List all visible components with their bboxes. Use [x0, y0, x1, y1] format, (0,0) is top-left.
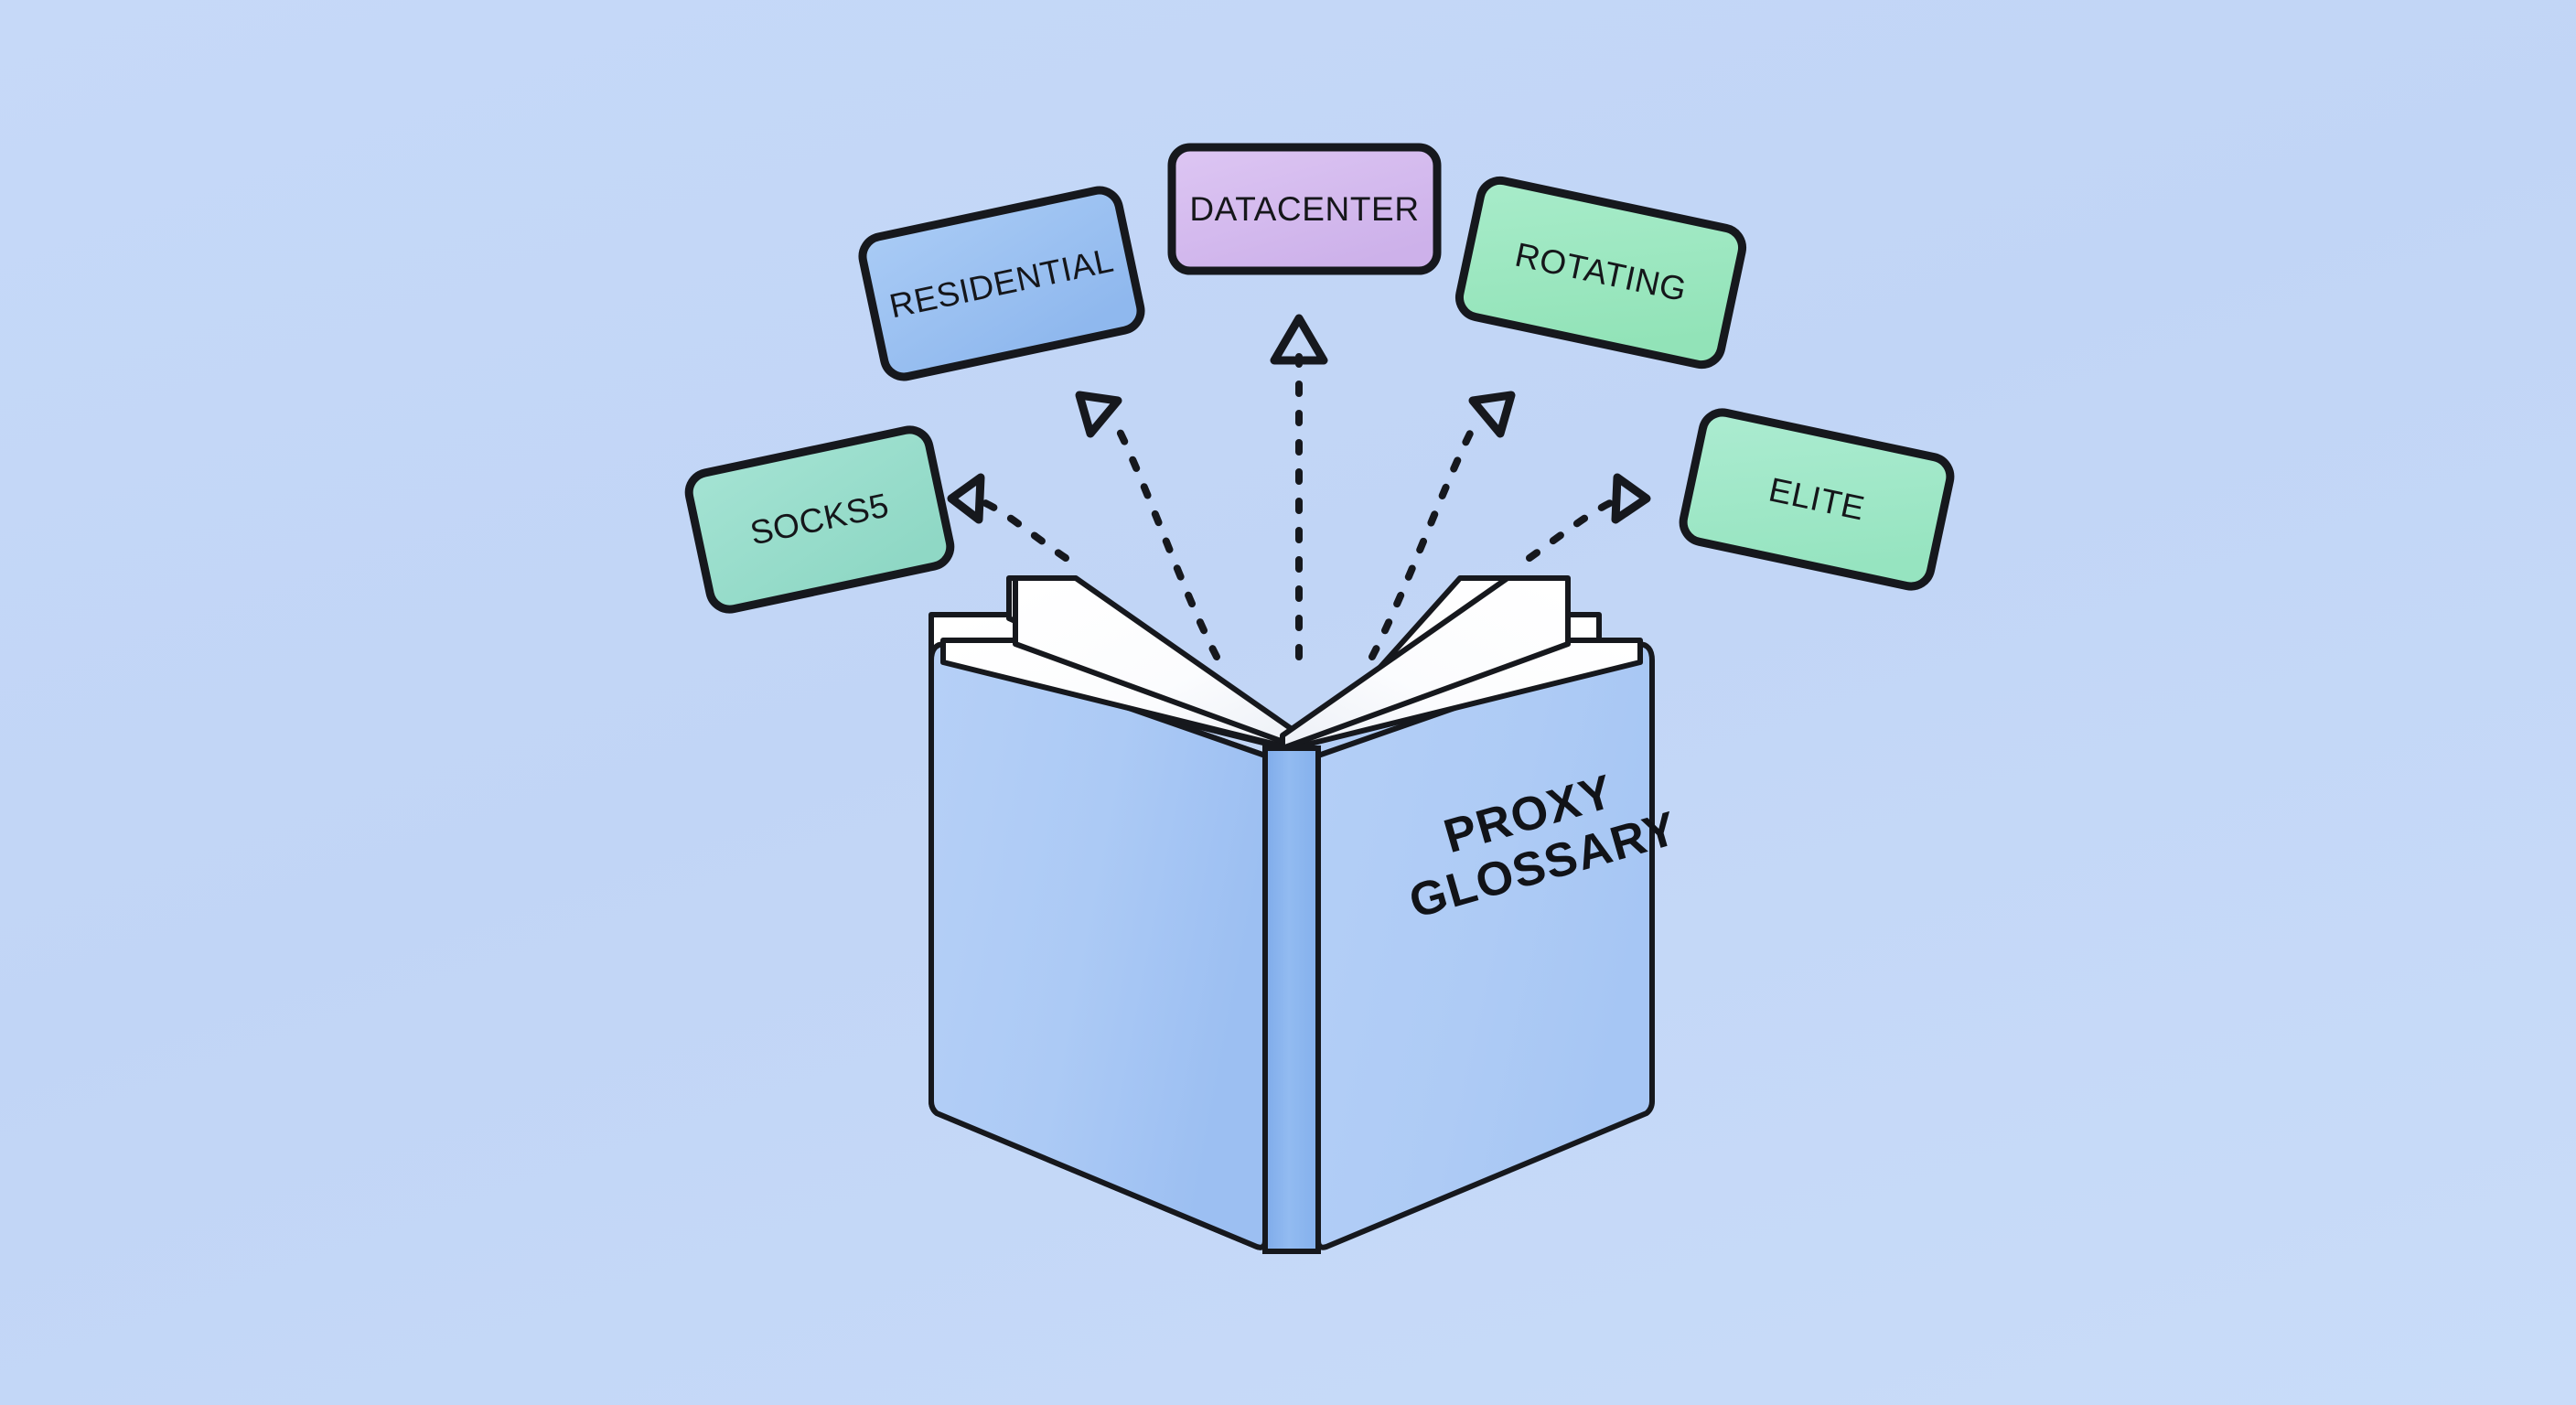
connector-residential-arrowhead: [1075, 391, 1122, 438]
book-cover-left-front: [928, 641, 1268, 1250]
card-residential[interactable]: [858, 186, 1145, 381]
proxy-glossary-book: [928, 575, 1655, 1254]
connector-group: [947, 314, 1651, 660]
connector-datacenter-arrowhead: [1270, 314, 1328, 365]
connector-socks5-arrowhead: [947, 473, 985, 524]
connector-socks5-line: [980, 499, 1069, 562]
card-socks5[interactable]: [684, 425, 955, 614]
card-datacenter[interactable]: [1167, 143, 1442, 275]
book-page-right-inner-top: [1280, 575, 1571, 751]
card-datacenter-body[interactable]: [1167, 143, 1442, 275]
connector-rotating-arrowhead: [1468, 391, 1516, 438]
card-elite-body[interactable]: [1679, 408, 1955, 591]
card-rotating-body[interactable]: [1454, 176, 1747, 370]
card-rotating[interactable]: [1454, 176, 1747, 370]
connector-elite-line: [1526, 499, 1615, 562]
book-spine-top: [1262, 745, 1321, 1254]
card-residential-body[interactable]: [858, 186, 1145, 381]
card-elite[interactable]: [1679, 408, 1955, 591]
card-socks5-body[interactable]: [684, 425, 955, 614]
connector-elite-arrowhead: [1611, 473, 1651, 524]
connector-residential-line: [1111, 417, 1220, 660]
connector-rotating-line: [1368, 417, 1480, 660]
